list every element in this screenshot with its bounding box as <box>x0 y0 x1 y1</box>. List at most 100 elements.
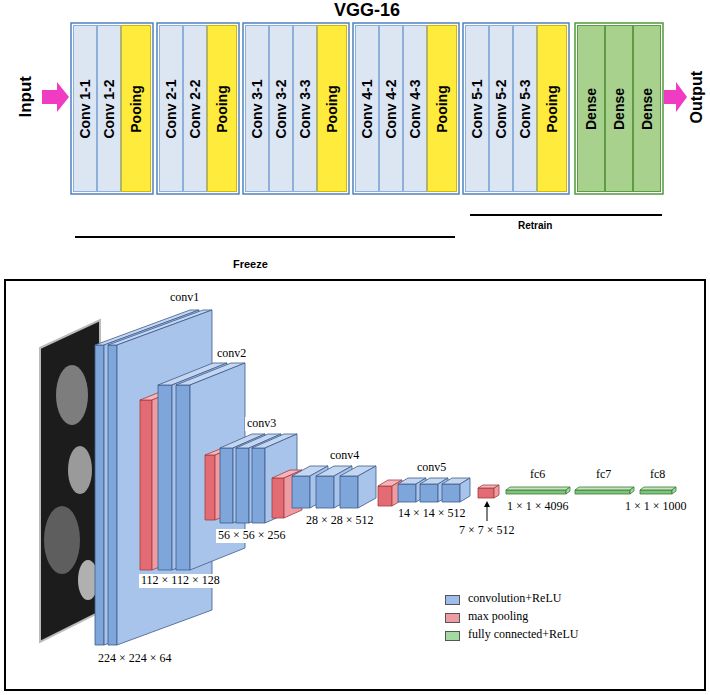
conv-layer-box: Conv 4-3 <box>403 25 427 192</box>
group-outline <box>157 23 239 194</box>
dimension-label: Retrain <box>518 220 552 232</box>
conv-layer-box: Conv 1-2 <box>97 25 121 192</box>
block-face <box>316 476 334 508</box>
layer-name: Pooing <box>544 85 560 132</box>
pooling-layer-box: Pooing <box>317 25 347 192</box>
block-face <box>378 486 392 506</box>
layer-name: Pooing <box>324 85 340 132</box>
dimension-label: 224 × 224 × 64 <box>96 652 174 666</box>
conv-layer-box: Conv 2-1 <box>159 25 183 192</box>
dimension-label: 56 × 56 × 256 <box>216 529 288 543</box>
layer-name: Conv 3-3 <box>297 79 313 138</box>
dimension-label: 112 × 112 × 128 <box>139 574 222 588</box>
dimension-label: fc8 <box>648 468 667 482</box>
layer-name: Conv 2-2 <box>187 79 203 138</box>
layer-name: Conv 2-1 <box>163 79 179 138</box>
fc-block <box>640 487 676 494</box>
conv-layer-box: Conv 3-2 <box>269 25 293 192</box>
layer-name: Conv 4-3 <box>407 79 423 138</box>
layer-name: Conv 3-2 <box>273 79 289 138</box>
layer-name: Pooing <box>434 85 450 132</box>
diagram-title: VGG-16 <box>334 0 400 21</box>
block-face <box>672 487 676 494</box>
side-label: Input <box>16 76 36 118</box>
layer-name: Dense <box>639 87 655 129</box>
block-face <box>460 478 470 502</box>
group-outline <box>575 23 663 194</box>
pool-block <box>478 485 499 498</box>
input-image <box>40 320 100 642</box>
conv-layer-box: Conv 3-1 <box>245 25 269 192</box>
group-outline <box>463 23 569 194</box>
conv-block <box>442 478 470 502</box>
block-face <box>630 487 634 494</box>
block-face <box>442 484 460 502</box>
dimension-label: Freeze <box>233 258 268 271</box>
figure-frame <box>5 280 705 690</box>
group-outline <box>353 23 459 194</box>
pointer-head <box>484 501 490 507</box>
pooling-layer-box: Pooing <box>537 25 567 192</box>
block-face <box>566 487 570 494</box>
block-face <box>158 385 172 570</box>
block-face <box>205 455 215 520</box>
block-face <box>575 490 630 494</box>
pooling-layer-box: Pooing <box>427 25 457 192</box>
layer-name: Conv 4-1 <box>359 79 375 138</box>
block-face <box>108 345 117 645</box>
block-face <box>640 487 676 490</box>
legend-swatch <box>445 613 460 623</box>
conv-layer-box: Conv 5-3 <box>513 25 537 192</box>
block-face <box>340 476 358 508</box>
dense-layer-box: Dense <box>633 25 661 192</box>
layer-name: Dense <box>611 87 627 129</box>
side-label: Output <box>688 71 706 123</box>
block-face <box>292 476 310 508</box>
layer-name: Conv 3-1 <box>249 79 265 138</box>
dense-layer-box: Dense <box>605 25 633 192</box>
block-face <box>236 448 249 523</box>
dimension-label: conv3 <box>245 417 278 431</box>
layer-name: Pooing <box>214 85 230 132</box>
block-face <box>358 466 376 508</box>
conv-layer-box: Conv 4-2 <box>379 25 403 192</box>
pooling-layer-box: Pooing <box>121 25 151 192</box>
layer-name: Conv 5-1 <box>469 79 485 138</box>
block-face <box>506 490 566 494</box>
pooling-layer-box: Pooing <box>207 25 237 192</box>
freeze-bar <box>75 236 455 238</box>
dimension-label: 7 × 7 × 512 <box>457 524 517 538</box>
image-detail <box>68 446 92 494</box>
block-face <box>420 484 438 502</box>
layer-name: Conv 1-2 <box>101 79 117 138</box>
fc-block <box>575 487 634 494</box>
block-face <box>575 487 634 490</box>
block-face <box>398 484 416 502</box>
conv-layer-box: Conv 3-3 <box>293 25 317 192</box>
pointer-line <box>487 506 488 521</box>
block-face <box>478 488 494 498</box>
legend-text: convolution+ReLU <box>466 592 563 606</box>
image-detail <box>56 365 88 425</box>
image-detail <box>44 506 80 574</box>
fc-block <box>506 487 570 494</box>
block-face <box>494 485 499 498</box>
dimension-label: 1 × 1 × 1000 <box>623 500 689 514</box>
dimension-label: 1 × 1 × 4096 <box>505 500 571 514</box>
legend-swatch <box>445 631 460 641</box>
dimension-label: conv5 <box>415 461 448 475</box>
block-face <box>640 490 672 494</box>
block-face <box>506 487 570 490</box>
layer-name: Conv 5-2 <box>493 79 509 138</box>
conv-layer-box: Conv 5-2 <box>489 25 513 192</box>
block-face <box>272 478 284 518</box>
conv-layer-box: Conv 4-1 <box>355 25 379 192</box>
layer-name: Pooing <box>128 85 144 132</box>
dimension-label: conv4 <box>328 449 361 463</box>
legend-text: max pooling <box>466 610 530 624</box>
dimension-label: fc6 <box>528 468 547 482</box>
block-face <box>220 448 233 523</box>
conv-block <box>340 466 376 508</box>
block-face <box>140 400 152 570</box>
